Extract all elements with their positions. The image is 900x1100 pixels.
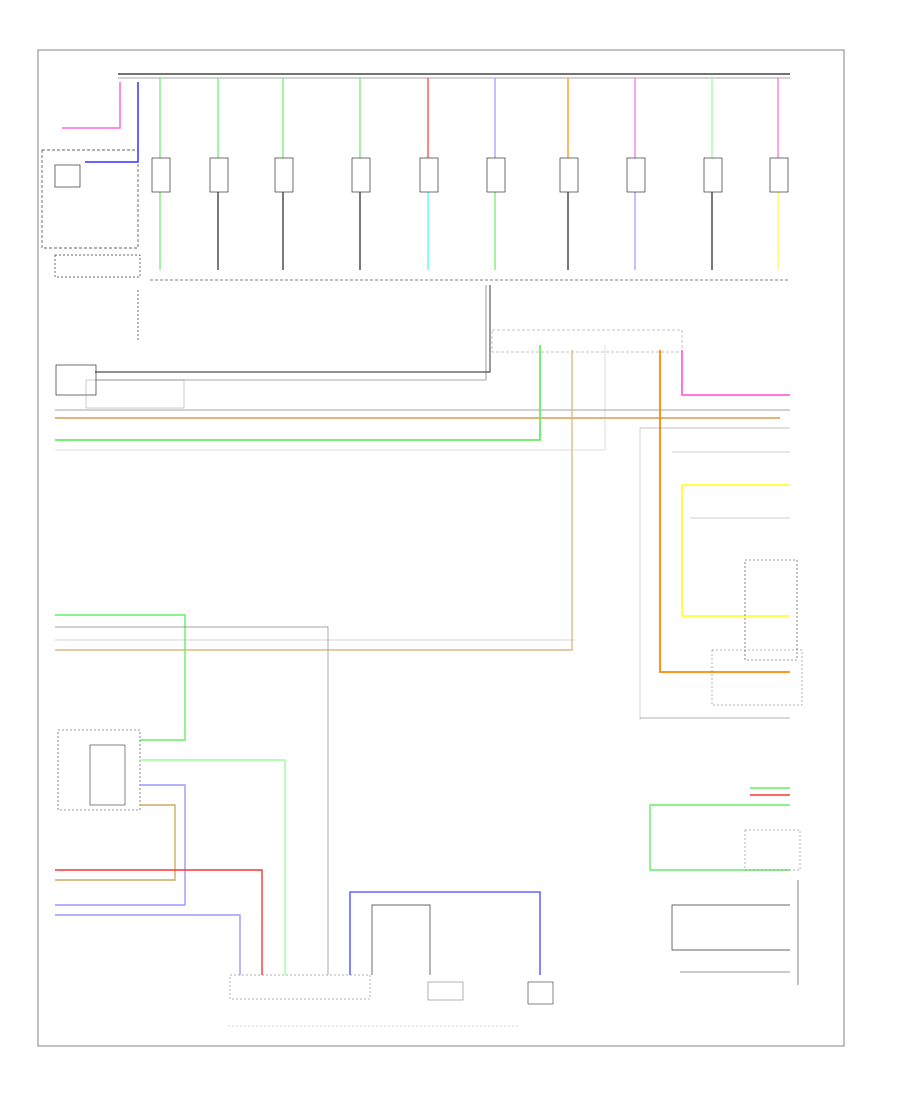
violet-lower-2	[55, 914, 241, 975]
lower-module-connector	[89, 744, 126, 806]
blue-lower	[349, 891, 541, 975]
shift-sensor-connector	[85, 379, 185, 409]
bottom-connector-b	[427, 981, 464, 1001]
green-lower-2	[140, 759, 286, 975]
module-box	[419, 157, 439, 193]
green-right-lower	[649, 804, 790, 871]
module-row	[151, 157, 789, 193]
bottom-connector-a	[229, 974, 371, 1000]
right-module-box	[744, 559, 798, 661]
module-box	[209, 157, 229, 193]
green-wire-440	[55, 345, 541, 441]
tan-center	[55, 350, 573, 651]
violet-lower	[55, 784, 186, 906]
lower-module-box	[57, 729, 141, 811]
orange-right	[659, 350, 790, 673]
diagram-frame	[37, 49, 845, 1047]
pink-feed	[62, 82, 121, 129]
center-feed	[95, 285, 491, 373]
module-box	[703, 157, 723, 193]
black-lower	[371, 904, 431, 975]
module-box	[486, 157, 506, 193]
connector-box-right	[711, 649, 803, 706]
bottom-connector-c	[527, 981, 554, 1005]
black-right-lower	[671, 904, 790, 951]
module-box	[559, 157, 579, 193]
right-lower-box	[744, 829, 801, 871]
module-box	[626, 157, 646, 193]
pink-right	[681, 350, 790, 396]
green-lower	[55, 614, 186, 741]
red-lower	[55, 869, 263, 975]
module-box	[351, 157, 371, 193]
module-box	[769, 157, 789, 193]
left-module-box	[41, 149, 139, 249]
yellow-right	[681, 485, 790, 617]
gray-lower	[55, 626, 329, 975]
left-connector	[54, 254, 141, 278]
left-module-core	[54, 164, 81, 188]
module-box	[274, 157, 294, 193]
blue-feed	[85, 82, 139, 163]
tan-lower	[55, 804, 176, 881]
center-feed-2	[95, 285, 487, 381]
module-box	[151, 157, 171, 193]
module-drops	[159, 78, 779, 270]
junction-connector	[491, 329, 683, 353]
